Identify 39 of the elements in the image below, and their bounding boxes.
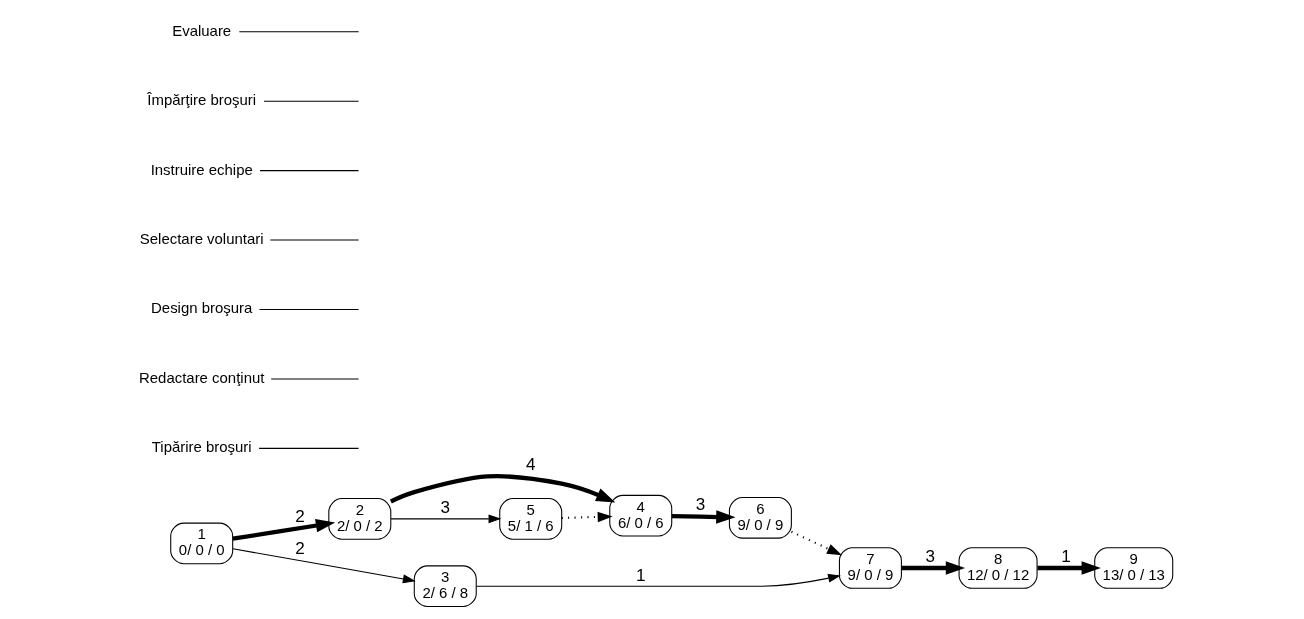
connector	[258, 170, 359, 172]
edge-label: 2	[294, 538, 305, 558]
node-box: 4 6/ 0 / 6	[608, 494, 672, 537]
node-box: 6 9/ 0 / 9	[728, 496, 792, 539]
node-box: 1 0/ 0 / 0	[169, 522, 233, 565]
connector	[258, 308, 359, 311]
connector	[258, 447, 359, 449]
arrow	[901, 561, 965, 575]
node-text: Evaluare	[171, 21, 231, 39]
node-text: Tipărire broşuri	[151, 438, 252, 456]
arrow	[561, 511, 613, 523]
arrow	[475, 573, 841, 587]
arrow	[790, 530, 842, 556]
connector	[262, 100, 359, 102]
node-box: 8 12/ 0 / 12	[958, 547, 1038, 589]
node-box: 5 5/ 1 / 6	[498, 498, 562, 540]
arrow	[389, 474, 615, 504]
edge-label: 2	[294, 506, 305, 526]
arrow	[232, 518, 335, 541]
connector	[238, 31, 359, 33]
edge-label: 1	[635, 565, 645, 585]
node-text: Redactare conţinut	[138, 368, 264, 386]
arrow	[1036, 561, 1101, 575]
node-box: 2 2/ 0 / 2	[327, 498, 391, 540]
node-box: 7 9/ 0 / 9	[838, 547, 902, 589]
edge-label: 1	[1060, 547, 1071, 567]
node-text: Design broşura	[150, 299, 252, 317]
arrow	[390, 514, 501, 524]
edge-label: 3	[924, 547, 935, 567]
arrow	[231, 548, 416, 584]
node-text: Împărţire broşuri	[146, 91, 256, 109]
node-text: Instruire echipe	[150, 160, 253, 178]
edge-label: 3	[440, 498, 450, 518]
arrow	[671, 510, 735, 524]
node-text: Selectare voluntari	[139, 230, 264, 248]
node-box: 3 2/ 6 / 8	[413, 565, 477, 607]
edge-label: 3	[695, 495, 705, 515]
edge-label: 4	[525, 454, 535, 474]
node-box: 9 13/ 0 / 13	[1093, 547, 1173, 589]
